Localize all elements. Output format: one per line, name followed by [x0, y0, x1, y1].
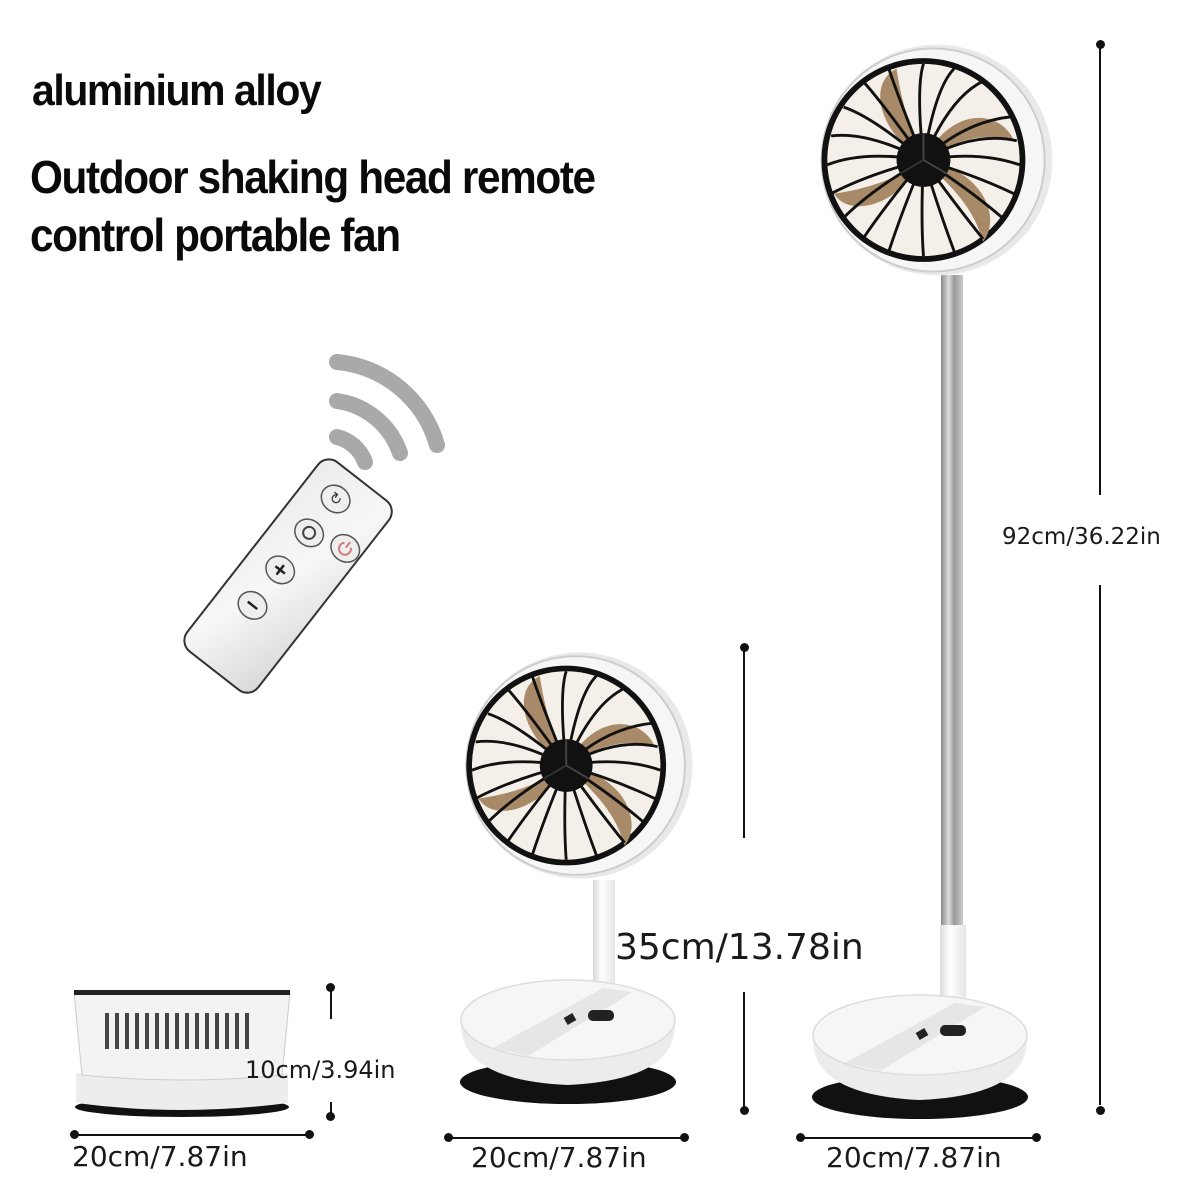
dimension-dot — [70, 1130, 79, 1139]
product-title-line-1: Outdoor shaking head remote — [30, 151, 596, 203]
dimension-line — [330, 1102, 332, 1114]
floor-width-label: 20cm/7.87in — [826, 1141, 1002, 1174]
minus-button — [237, 590, 268, 620]
dimension-line — [743, 992, 745, 1110]
dimension-dot — [796, 1133, 805, 1142]
dimension-line — [801, 1137, 1037, 1139]
desk-height-label: 35cm/13.78in — [615, 927, 864, 968]
dimension-dot — [740, 1106, 749, 1115]
power-button — [330, 533, 361, 563]
dimension-line — [75, 1134, 309, 1136]
folded-width-label: 20cm/7.87in — [72, 1140, 248, 1173]
floor-fan-telescopic-pole — [941, 275, 963, 925]
dimension-dot — [680, 1133, 689, 1142]
dimension-line — [1099, 45, 1101, 495]
dimension-dot — [1096, 1106, 1105, 1115]
floor-fan-base — [805, 985, 1035, 1120]
plus-button — [265, 555, 296, 585]
dimension-dot — [444, 1133, 453, 1142]
floor-height-label: 92cm/36.22in — [1002, 524, 1161, 550]
remote-control-illustration: ↻ — [183, 354, 445, 694]
desk-fan-base — [453, 970, 683, 1105]
dimension-dot — [326, 1112, 335, 1121]
dimension-dot — [1096, 40, 1105, 49]
product-title: Outdoor shaking head remote control port… — [30, 148, 596, 264]
desk-fan-head — [455, 643, 700, 888]
material-heading: aluminium alloy — [32, 66, 322, 115]
dimension-dot — [305, 1130, 314, 1139]
desk-width-label: 20cm/7.87in — [471, 1141, 647, 1174]
desk-fan-pole — [593, 880, 615, 1010]
dimension-line — [1099, 585, 1101, 1105]
dimension-line — [330, 987, 332, 1019]
dimension-line — [449, 1137, 685, 1139]
dimension-dot — [740, 643, 749, 652]
product-title-line-2: control portable fan — [30, 209, 401, 261]
oscillate-button: ↻ — [320, 484, 351, 514]
folded-fan-illustration — [73, 990, 291, 1117]
dimension-line — [743, 648, 745, 838]
floor-fan-head — [810, 35, 1060, 285]
dimension-dot — [1032, 1133, 1041, 1142]
folded-height-label: 10cm/3.94in — [245, 1056, 396, 1084]
signal-waves-icon — [329, 354, 445, 470]
timer-button — [294, 518, 325, 548]
